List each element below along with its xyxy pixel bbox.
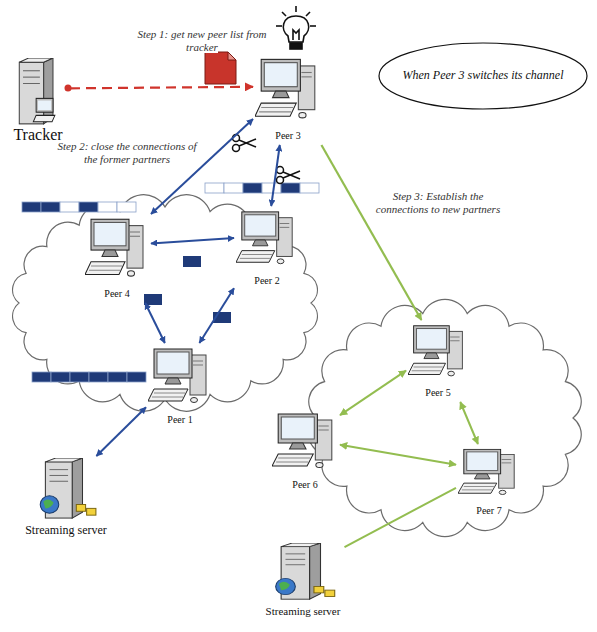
- connection-arrow: [151, 238, 234, 243]
- network-cloud: [309, 299, 582, 536]
- computer-icon: [148, 345, 212, 409]
- node-label: Streaming server: [25, 524, 107, 537]
- step-text: Step 1: get new peer list from tracker: [137, 28, 266, 53]
- connection-arrow: [70, 87, 253, 89]
- node-label: Peer 2: [254, 275, 279, 286]
- buffer-map: [22, 202, 136, 212]
- connection-arrow: [96, 407, 146, 456]
- step-text: Step 2: close the connections of the for…: [58, 140, 197, 165]
- server-node: Streaming server: [264, 543, 343, 619]
- node-label: Peer 4: [104, 288, 129, 299]
- node-label: Peer 5: [425, 387, 450, 398]
- computer-icon: [272, 410, 338, 474]
- network-cloud: [13, 195, 318, 412]
- node-label: Peer 1: [167, 414, 192, 425]
- step-note: Step 3: Establish the connections to new…: [368, 190, 508, 215]
- connection-arrow: [271, 145, 280, 206]
- peer-node: Peer 6: [272, 410, 338, 492]
- server-node: Tracker: [8, 58, 68, 144]
- computer-icon: [458, 446, 520, 500]
- peer-node: Peer 4: [85, 215, 149, 301]
- step-note: Step 2: close the connections of the for…: [52, 140, 202, 165]
- step-note: Step 1: get new peer list from tracker: [122, 28, 282, 53]
- node-label: When Peer 3 switches its channel: [403, 69, 564, 82]
- peer-node: Peer 2: [236, 208, 298, 288]
- connection-arrow: [460, 402, 478, 444]
- scissors: [233, 135, 257, 152]
- node-label: Peer 7: [476, 505, 501, 516]
- buffer-map: [205, 183, 319, 193]
- connection-arrow: [145, 303, 165, 343]
- callout-ellipse: When Peer 3 switches its channel: [378, 42, 588, 110]
- peer-node: Peer 1: [148, 345, 212, 427]
- computer-icon: [85, 215, 149, 283]
- connection-arrow: [345, 488, 457, 547]
- node-label: Peer 6: [292, 479, 317, 490]
- server-icon: [33, 458, 99, 520]
- connection-arrow: [340, 371, 406, 416]
- connection-arrow: [340, 445, 456, 465]
- scissors: [277, 167, 301, 184]
- connection-arrow: [321, 145, 421, 320]
- computer-icon: [255, 55, 321, 125]
- peer-node: Peer 5: [408, 322, 468, 400]
- peer-list-document: [205, 52, 236, 84]
- server-node: Streaming server: [23, 458, 109, 538]
- light-bulb: [276, 6, 316, 49]
- node-label: Peer 3: [275, 130, 300, 141]
- server-icon: [268, 543, 338, 601]
- buffer-map: [32, 372, 146, 382]
- peer-node: Peer 7: [458, 446, 520, 518]
- connection-arrow: [199, 288, 234, 343]
- node-label: Streaming server: [266, 605, 341, 617]
- connection-arrow: [151, 119, 253, 214]
- computer-icon: [408, 322, 468, 382]
- server-icon: [8, 58, 68, 126]
- peer-node: Peer 3: [255, 55, 321, 143]
- step-text: Step 3: Establish the connections to new…: [376, 190, 500, 215]
- node-label: Tracker: [13, 126, 62, 144]
- computer-icon: [236, 208, 298, 270]
